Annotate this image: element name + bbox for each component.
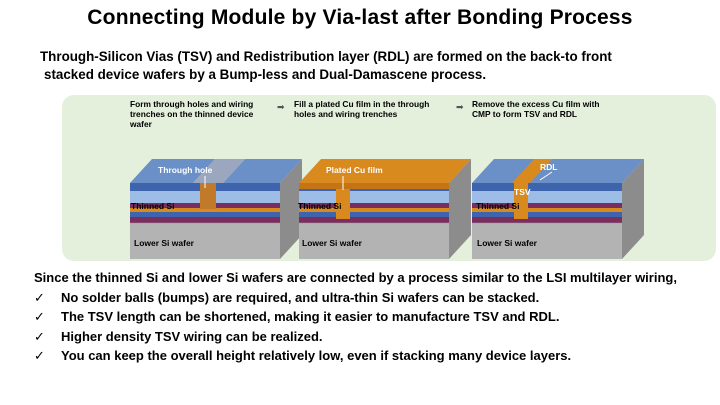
check-icon: ✓	[34, 289, 45, 305]
intro-line-1: Through-Silicon Vias (TSV) and Redistrib…	[40, 49, 612, 64]
step-2-caption: Fill a plated Cu film in the through hol…	[294, 99, 430, 119]
step-3-callout-rdl: RDL	[540, 162, 557, 172]
step-3-stack: RDL TSV Thinned Si Lower Si wafer	[471, 158, 645, 260]
step-3-si-label: Thinned Si	[476, 201, 519, 211]
step-3-caption: Remove the excess Cu film with CMP to fo…	[472, 99, 600, 119]
intro-text: Through-Silicon Vias (TSV) and Redistrib…	[40, 48, 700, 84]
summary-bullet: ✓ The TSV length can be shortened, makin…	[34, 307, 720, 327]
slide-title: Connecting Module by Via-last after Bond…	[87, 6, 633, 29]
step-3-callout-tsv: TSV	[514, 187, 531, 197]
step-1-stack: Through hole Thinned Si Lower Si wafer	[129, 158, 303, 260]
step-1-caption: Form through holes and wiring trenches o…	[130, 99, 254, 129]
step-2-wafer-label: Lower Si wafer	[302, 238, 363, 248]
check-icon: ✓	[34, 309, 45, 324]
step-1-wafer-label: Lower Si wafer	[134, 238, 195, 248]
step-2-si-label: Thinned Si	[298, 201, 341, 211]
step-1-si-label: Thinned Si	[131, 201, 174, 211]
check-icon: ✓	[34, 328, 45, 344]
check-icon: ✓	[34, 348, 45, 363]
step-1-callout: Through hole	[158, 165, 213, 175]
step-2-stack: Plated Cu film Thinned Si Lower Si wafer	[298, 158, 472, 260]
summary-lead: Since the thinned Si and lower Si wafers…	[34, 270, 677, 285]
summary-section: Since the thinned Si and lower Si wafers…	[34, 268, 720, 366]
right-arrow-icon: ➡	[277, 102, 285, 112]
summary-bullet: ✓ You can keep the overall height relati…	[34, 346, 720, 366]
summary-bullet: ✓ Higher density TSV wiring can be reali…	[34, 327, 720, 347]
right-arrow-icon: ➡	[456, 102, 464, 112]
step-2-callout: Plated Cu film	[326, 165, 383, 175]
summary-bullet: ✓ No solder balls (bumps) are required, …	[34, 288, 720, 308]
step-3-wafer-label: Lower Si wafer	[477, 238, 538, 248]
tsv-process-diagram: Through hole Thinned Si Lower Si wafer P…	[129, 158, 645, 260]
intro-line-2: stacked device wafers by a Bump-less and…	[44, 67, 487, 82]
